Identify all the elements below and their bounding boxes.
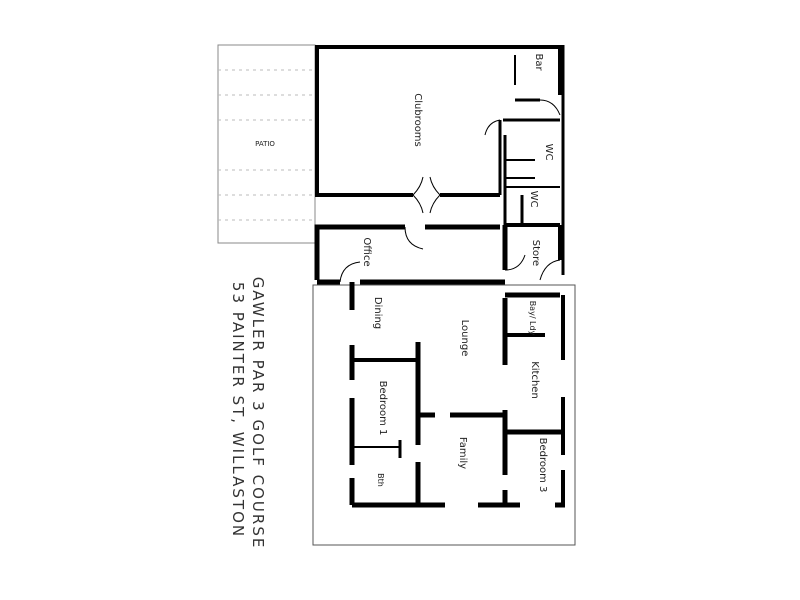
title-line-2: 53 PAINTER ST, WILLASTON — [229, 282, 247, 538]
room-label-office: Office — [361, 237, 372, 266]
room-label-wc-1: WC — [543, 144, 554, 161]
walls — [314, 45, 565, 508]
room-label-family: Family — [457, 437, 468, 469]
room-label-patio: PATIO — [255, 140, 275, 148]
room-label-lounge: Lounge — [459, 320, 470, 357]
room-label-wc-2: WC — [528, 191, 539, 208]
room-label-kitchen: Kitchen — [529, 361, 540, 399]
room-label-clubrooms: Clubrooms — [412, 93, 423, 147]
title-line-1: GAWLER PAR 3 GOLF COURSE — [249, 277, 267, 550]
room-label-bedroom-3: Bedroom 3 — [537, 438, 548, 493]
room-label-dining: Dining — [372, 297, 383, 329]
room-label-store: Store — [530, 240, 541, 266]
room-label-laundry: Bay/ Ldy — [528, 301, 537, 336]
room-label-bath: Bth — [376, 473, 385, 487]
doors — [339, 99, 561, 283]
room-labels: PATIO Clubrooms Bar WC WC Store Office D… — [255, 53, 554, 492]
room-label-bar: Bar — [533, 53, 544, 71]
property-boundary — [312, 284, 576, 546]
room-label-bedroom-1: Bedroom 1 — [377, 381, 388, 436]
